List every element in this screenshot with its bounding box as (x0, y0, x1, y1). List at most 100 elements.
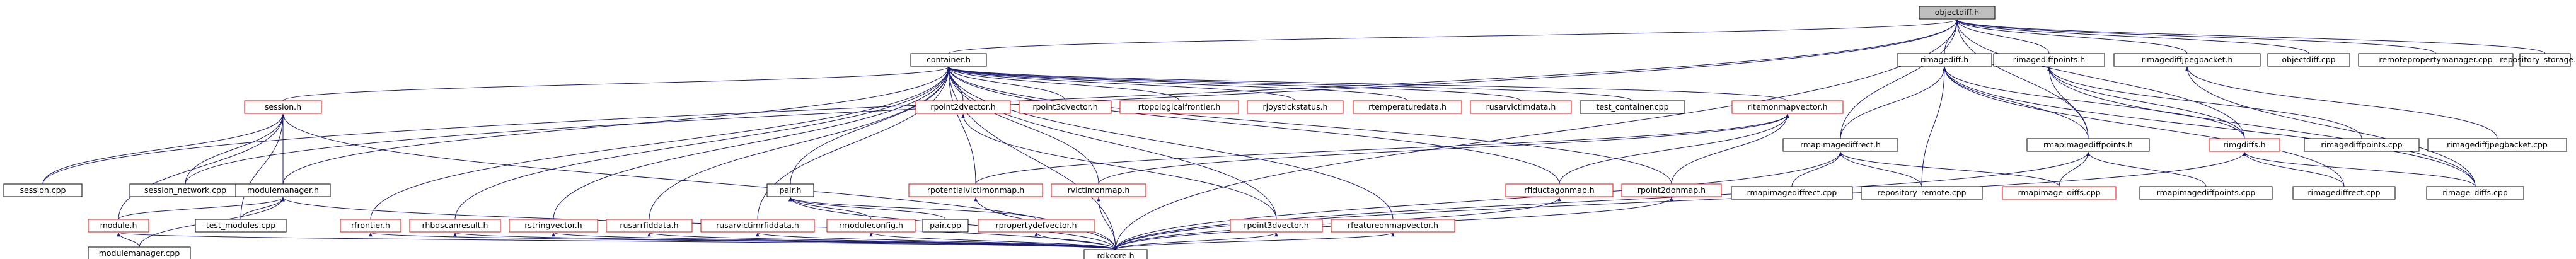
file-node-rfeatureonmapvector-h[interactable]: rfeatureonmapvector.h (1331, 219, 1455, 233)
file-node-repository-remote-cpp[interactable]: repository_remote.cpp (1861, 186, 1983, 200)
file-node-box (340, 219, 401, 233)
file-node-rusarvictimrfiddata-h[interactable]: rusarvictimrfiddata.h (700, 219, 815, 233)
file-node-rpoint3dvector-h[interactable]: rpoint3dvector.h (1230, 219, 1323, 233)
dependency-edge (117, 232, 1116, 250)
file-node-label: rmapimagediffrect.cpp (1747, 188, 1837, 197)
file-node-box (700, 219, 815, 233)
file-node-rimagediff-h[interactable]: rimagediff.h (1897, 53, 1992, 67)
dependency-edge (1840, 19, 1959, 139)
file-node-remotepropertymanager-cpp[interactable]: remotepropertymanager.cpp (2358, 53, 2514, 67)
file-node-rpropertydefvector-h[interactable]: rpropertydefvector.h (978, 219, 1095, 233)
file-node-pair-cpp[interactable]: pair.cpp (922, 219, 969, 233)
file-node-box (2002, 186, 2117, 200)
file-node-box (2113, 53, 2261, 67)
file-node-label: rmapimagediffpoints.cpp (2157, 188, 2256, 197)
file-node-label: test_container.cpp (1596, 102, 1668, 112)
file-node-label: rimagediff.h (1920, 55, 1968, 64)
file-node-rvictimonmap-h[interactable]: rvictimonmap.h (1051, 183, 1146, 197)
file-node-rmapimagediffpoints-cpp[interactable]: rmapimagediffpoints.cpp (2139, 186, 2273, 200)
file-node-session-network-cpp[interactable]: session_network.cpp (129, 183, 241, 197)
dependency-edge (1921, 66, 1946, 187)
file-node-session-h[interactable]: session.h (244, 100, 322, 114)
file-node-rpotentialvictimonmap-h[interactable]: rpotentialvictimonmap.h (908, 183, 1043, 197)
file-node-box (1993, 53, 2105, 67)
file-node-rmapimagediffpoints-h[interactable]: rmapimagediffpoints.h (2026, 138, 2150, 152)
file-node-rdkcore-h[interactable]: rdkcore.h (1083, 249, 1148, 259)
file-node-rjoystickstatus-h[interactable]: rjoystickstatus.h (1247, 100, 1344, 114)
file-node-rfrontier-h[interactable]: rfrontier.h (340, 219, 401, 233)
file-node-repository-storage-cpp[interactable]: repository_storage.cpp (2500, 53, 2576, 67)
dependency-edge (947, 66, 1066, 101)
file-node-rfiductagonmap-h[interactable]: rfiductagonmap.h (1505, 183, 1614, 197)
file-node-rtopologicalfrontier-h[interactable]: rtopologicalfrontier.h (1119, 100, 1239, 114)
file-node-rimagediffjpegbacket-cpp[interactable]: rimagediffjpegbacket.cpp (2427, 138, 2567, 152)
file-node-box (2358, 53, 2514, 67)
dependency-edge (552, 232, 1116, 250)
file-node-box (235, 183, 331, 197)
dependency-edge (947, 66, 1099, 185)
file-node-modulemanager-cpp[interactable]: modulemanager.cpp (88, 246, 191, 259)
file-node-module-h[interactable]: module.h (88, 219, 149, 233)
file-node-label: rvictimonmap.h (1068, 185, 1130, 195)
file-node-container-h[interactable]: container.h (910, 53, 987, 67)
file-node-box (978, 219, 1095, 233)
file-node-label: rimagediffpoints.h (2013, 55, 2085, 64)
file-node-box (2427, 138, 2567, 152)
file-node-box (910, 53, 987, 67)
file-node-box (1731, 100, 1844, 114)
file-node-rusarvictimdata-h[interactable]: rusarvictimdata.h (1470, 100, 1572, 114)
file-node-box (606, 219, 693, 233)
dependency-edge (282, 66, 950, 101)
file-node-rmapimagediffrect-h[interactable]: rmapimagediffrect.h (1782, 138, 1898, 152)
file-node-rpoint2donmap-h[interactable]: rpoint2donmap.h (1621, 183, 1722, 197)
dependency-edge (1955, 19, 2436, 54)
file-node-session-cpp[interactable]: session.cpp (3, 183, 83, 197)
file-node-box (88, 246, 191, 259)
file-node-box (509, 219, 598, 233)
dependency-edge (1559, 113, 1789, 185)
file-node-rtemperaturedata-h[interactable]: rtemperaturedata.h (1353, 100, 1462, 114)
file-node-rmapimage-diffs-cpp[interactable]: rmapimage_diffs.cpp (2002, 186, 2117, 200)
dependency-edge (2047, 66, 2245, 139)
file-node-rimgdiffs-h[interactable]: rimgdiffs.h (2209, 138, 2280, 152)
file-node-rimagediffpoints-cpp[interactable]: rimagediffpoints.cpp (2304, 138, 2420, 152)
dependency-edge (118, 197, 285, 220)
file-node-rstringvector-h[interactable]: rstringvector.h (509, 219, 598, 233)
file-node-box (2292, 186, 2396, 200)
dependency-edge (1943, 66, 2089, 139)
dependency-edge (117, 232, 140, 248)
dependency-edge (947, 66, 1408, 101)
file-node-test-container-cpp[interactable]: test_container.cpp (1580, 100, 1685, 114)
file-node-box (2304, 138, 2420, 152)
dependency-edge (2243, 151, 2476, 187)
dependency-edge (1955, 19, 2309, 54)
file-node-rimagediffpoints-h[interactable]: rimagediffpoints.h (1993, 53, 2105, 67)
dependency-edge (947, 66, 976, 185)
file-node-box (1353, 100, 1462, 114)
dependency-edge (947, 66, 1296, 101)
file-node-rmapimagediffrect-cpp[interactable]: rmapimagediffrect.cpp (1731, 186, 1853, 200)
file-node-rimagediffjpegbacket-h[interactable]: rimagediffjpegbacket.h (2113, 53, 2261, 67)
file-node-modulemanager-h[interactable]: modulemanager.h (235, 183, 331, 197)
file-node-rpoint2dvector-h[interactable]: rpoint2dvector.h (915, 100, 1011, 114)
file-node-test-modules-cpp[interactable]: test_modules.cpp (195, 219, 287, 233)
dependency-edge (975, 113, 1789, 185)
dependency-edge (281, 197, 1116, 250)
file-node-ritemonmapvector-h[interactable]: ritemonmapvector.h (1731, 100, 1844, 114)
file-node-objectdiff-h[interactable]: objectdiff.h (1919, 6, 1996, 20)
file-node-label: rusarvictimdata.h (1486, 102, 1556, 112)
dependency-edge (1943, 66, 2345, 187)
dependency-edge (1791, 151, 1842, 187)
file-node-rusarrfiddata-h[interactable]: rusarrfiddata.h (606, 219, 693, 233)
file-node-rimage-diffs-cpp[interactable]: rimage_diffs.cpp (2426, 186, 2524, 200)
file-node-rimagediffrect-cpp[interactable]: rimagediffrect.cpp (2292, 186, 2396, 200)
file-node-rhbdscanresult-h[interactable]: rhbdscanresult.h (409, 219, 501, 233)
dependency-edge (1671, 113, 1789, 185)
file-node-pair-h[interactable]: pair.h (766, 183, 814, 197)
file-node-box (1331, 219, 1455, 233)
dependency-edge (947, 66, 1560, 185)
file-node-objectdiff-cpp[interactable]: objectdiff.cpp (2267, 53, 2350, 67)
file-node-rmoduleconfig-h[interactable]: rmoduleconfig.h (826, 219, 916, 233)
dependency-edge (1034, 232, 1116, 250)
file-node-rpoint3dvector-h[interactable]: rpoint3dvector.h (1019, 100, 1112, 114)
